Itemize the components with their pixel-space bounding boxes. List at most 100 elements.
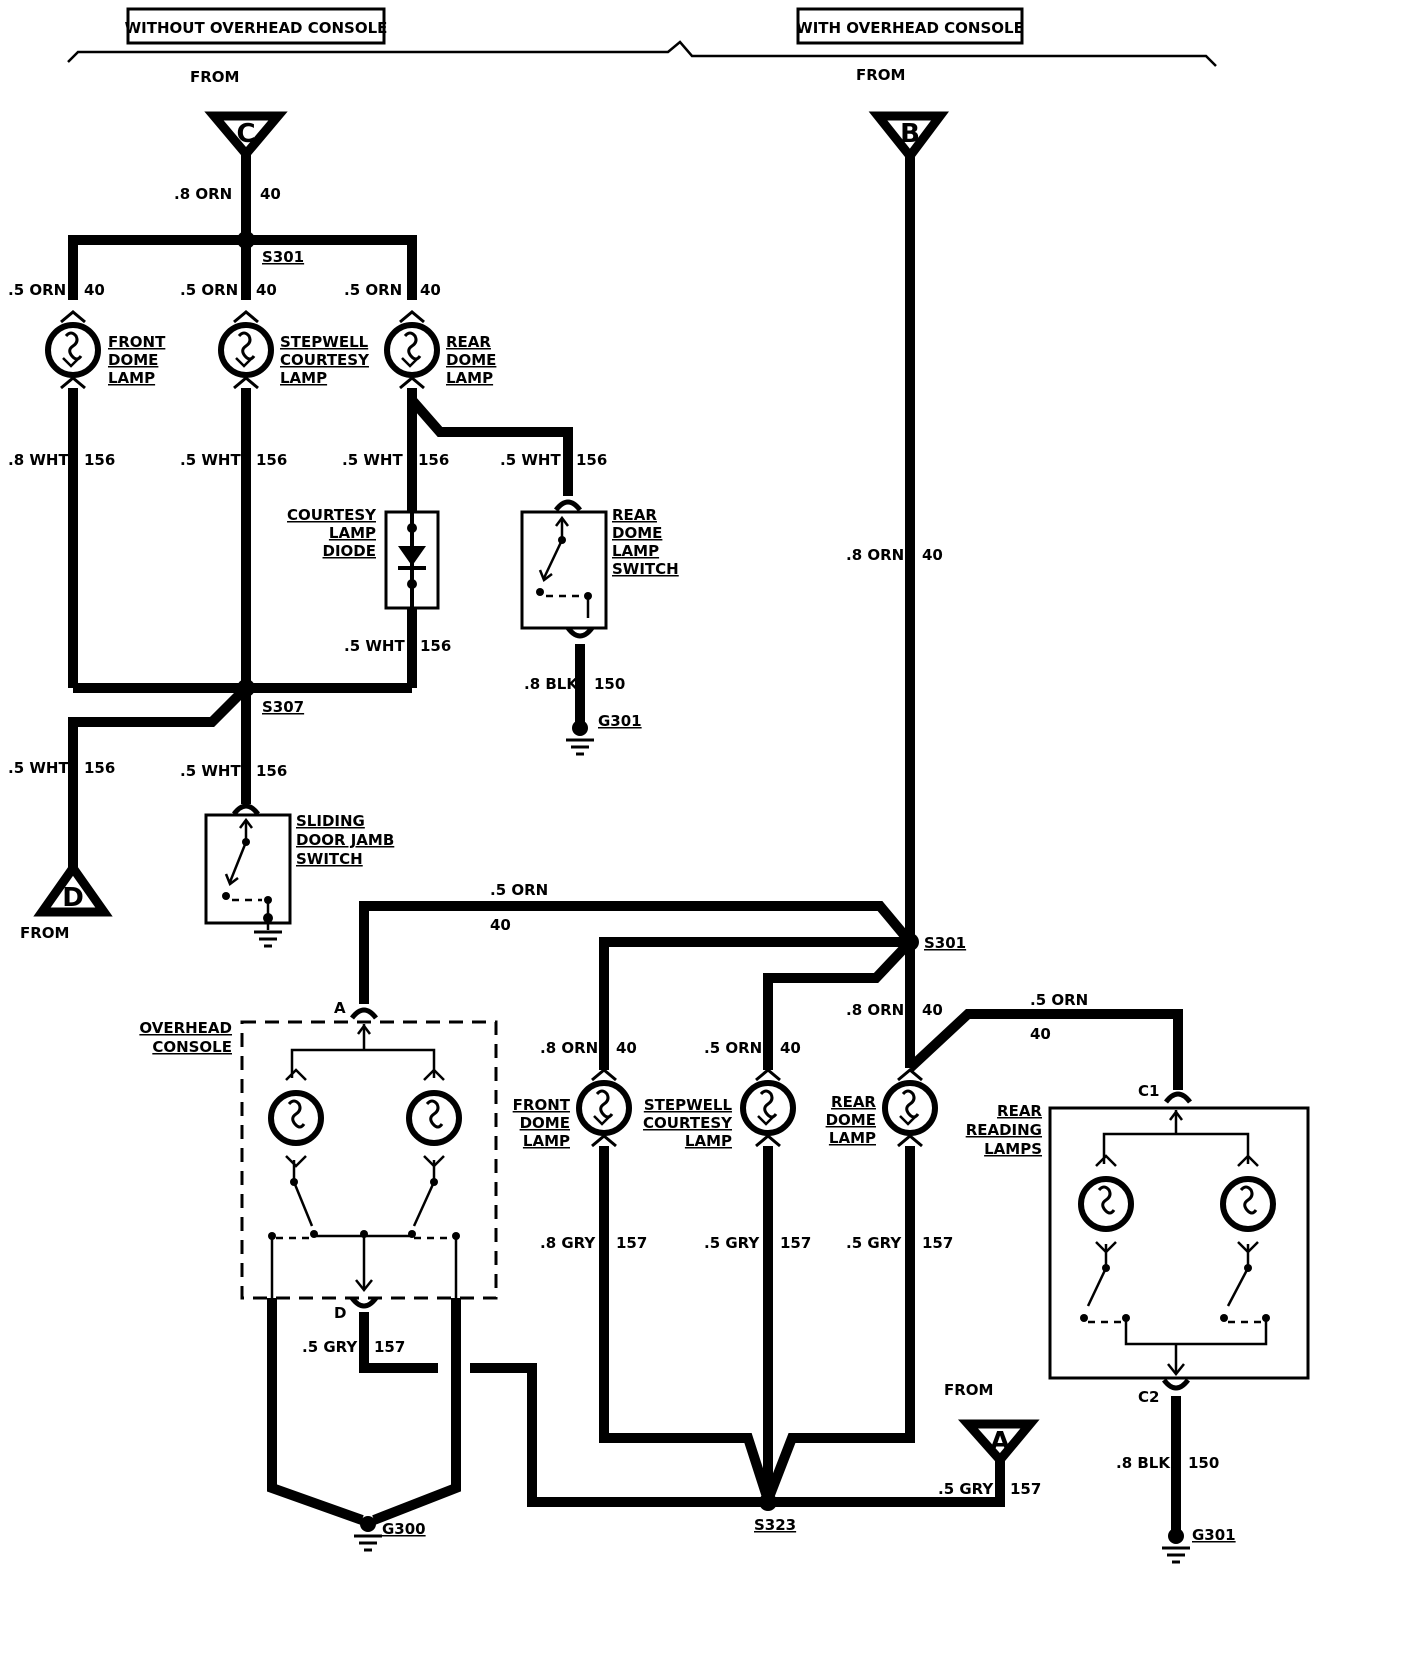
- circuit-label: 40: [84, 281, 105, 299]
- rear-dome-lamp-switch-label: REAR DOME LAMP SWITCH: [612, 506, 679, 578]
- ground-g300-dot: [360, 1516, 376, 1532]
- connector-pin-icon: [234, 806, 258, 814]
- svg-text:DOME: DOME: [612, 524, 662, 542]
- rear-dome-lamp-switch: [520, 510, 608, 630]
- wire-label: .5 WHT: [8, 759, 69, 777]
- circuit-label: 157: [1010, 1480, 1041, 1498]
- svg-text:OVERHEAD: OVERHEAD: [139, 1019, 232, 1037]
- svg-text:DIODE: DIODE: [323, 542, 376, 560]
- wire-label: .5 ORN: [180, 281, 238, 299]
- wire-label: .8 GRY: [540, 1234, 596, 1252]
- overhead-console-label: OVERHEAD CONSOLE: [139, 1019, 232, 1056]
- connector-pin-icon: [1166, 1094, 1190, 1102]
- wire-label: .8 ORN: [540, 1039, 598, 1057]
- svg-text:B: B: [900, 119, 920, 149]
- circuit-label: 40: [616, 1039, 637, 1057]
- connector-pin-icon: [352, 1298, 376, 1306]
- circuit-label: 156: [576, 451, 607, 469]
- wire-label: .5 GRY: [302, 1338, 358, 1356]
- circuit-label: 40: [420, 281, 441, 299]
- sliding-door-jamb-switch-label: SLIDING DOOR JAMB SWITCH: [296, 812, 394, 868]
- courtesy-lamp-diode: [384, 510, 440, 610]
- pin-c2-label: C2: [1138, 1388, 1159, 1406]
- sliding-door-jamb-switch: [204, 813, 292, 930]
- ground-icon: [1160, 1546, 1192, 1564]
- svg-text:REAR: REAR: [446, 333, 491, 351]
- svg-text:DOME: DOME: [520, 1114, 570, 1132]
- stepwell-courtesy-lamp-right-icon: [743, 1070, 793, 1146]
- circuit-label: 150: [1188, 1454, 1219, 1472]
- svg-text:REAR: REAR: [831, 1093, 876, 1111]
- wire-label: .5 ORN: [344, 281, 402, 299]
- circuit-label: 40: [922, 1001, 943, 1019]
- wire-label: .8 BLK: [524, 675, 579, 693]
- wire-label: .5 ORN: [8, 281, 66, 299]
- circuit-label: 156: [418, 451, 449, 469]
- ground-g301-right-dot: [1168, 1528, 1184, 1544]
- ground-g301-label: G301: [598, 712, 642, 730]
- svg-text:WITH OVERHEAD CONSOLE: WITH OVERHEAD CONSOLE: [796, 19, 1024, 37]
- splice-s307-label: S307: [262, 698, 304, 716]
- wire-label: .5 WHT: [180, 451, 241, 469]
- svg-text:COURTESY: COURTESY: [643, 1114, 733, 1132]
- rear-reading-lamps-label: REAR READING LAMPS: [966, 1102, 1043, 1158]
- rear-dome-lamp-icon: [387, 312, 437, 388]
- svg-text:LAMP: LAMP: [329, 524, 376, 542]
- rear-dome-lamp-right-label: REAR DOME LAMP: [826, 1093, 877, 1147]
- svg-text:REAR: REAR: [612, 506, 657, 524]
- svg-text:A: A: [990, 1427, 1010, 1457]
- circuit-label: 40: [1030, 1025, 1051, 1043]
- svg-text:COURTESY: COURTESY: [280, 351, 370, 369]
- ground-g300-label: G300: [382, 1520, 426, 1538]
- rear-reading-lamps: [1048, 1106, 1310, 1380]
- svg-text:CONSOLE: CONSOLE: [152, 1038, 232, 1056]
- header-without-console: WITHOUT OVERHEAD CONSOLE: [125, 7, 387, 45]
- circuit-label: 156: [256, 762, 287, 780]
- svg-text:SWITCH: SWITCH: [612, 560, 679, 578]
- svg-text:LAMP: LAMP: [280, 369, 327, 387]
- ground-icon: [252, 930, 284, 948]
- svg-text:D: D: [62, 883, 84, 913]
- stepwell-courtesy-lamp-right-label: STEPWELL COURTESY LAMP: [643, 1096, 733, 1150]
- pin-c1-label: C1: [1138, 1082, 1159, 1100]
- ground-g301-right-label: G301: [1192, 1526, 1236, 1544]
- svg-text:REAR: REAR: [997, 1102, 1042, 1120]
- circuit-label: 157: [922, 1234, 953, 1252]
- wire-label: .8 ORN: [174, 185, 232, 203]
- svg-text:FRONT: FRONT: [513, 1096, 571, 1114]
- from-label-b: FROM: [856, 66, 905, 84]
- circuit-label: 156: [84, 451, 115, 469]
- splice-s323-label: S323: [754, 1516, 796, 1534]
- stepwell-courtesy-lamp-icon: [221, 312, 271, 388]
- wire-label: .5 WHT: [342, 451, 403, 469]
- from-label-d: FROM: [20, 924, 69, 942]
- svg-text:SWITCH: SWITCH: [296, 850, 363, 868]
- connector-c: C: [204, 111, 288, 161]
- wire-label: .5 WHT: [500, 451, 561, 469]
- svg-text:LAMP: LAMP: [612, 542, 659, 560]
- wire-label: .5 GRY: [938, 1480, 994, 1498]
- circuit-label: 157: [780, 1234, 811, 1252]
- connector-pin-icon: [1164, 1380, 1188, 1388]
- svg-text:C: C: [236, 119, 255, 149]
- wire-label: .8 WHT: [8, 451, 69, 469]
- circuit-label: 156: [420, 637, 451, 655]
- svg-text:DOME: DOME: [446, 351, 496, 369]
- svg-text:READING: READING: [966, 1121, 1042, 1139]
- svg-text:LAMP: LAMP: [685, 1132, 732, 1150]
- wire-label: .5 WHT: [180, 762, 241, 780]
- svg-text:LAMP: LAMP: [829, 1129, 876, 1147]
- wire-label: .5 ORN: [704, 1039, 762, 1057]
- courtesy-lamp-diode-label: COURTESY LAMP DIODE: [287, 506, 377, 560]
- wire-label: .8 BLK: [1116, 1454, 1171, 1472]
- wire-label: .5 ORN: [1030, 991, 1088, 1009]
- ground-g301-dot: [572, 720, 588, 736]
- pin-a-label: A: [334, 999, 346, 1017]
- header-brace: [67, 40, 1217, 67]
- connector-pin-icon: [352, 1010, 376, 1018]
- front-dome-lamp-right-icon: [579, 1070, 629, 1146]
- connector-a: A: [957, 1419, 1040, 1467]
- circuit-label: 40: [256, 281, 277, 299]
- splice-s301-right-label: S301: [924, 934, 966, 952]
- svg-text:STEPWELL: STEPWELL: [644, 1096, 733, 1114]
